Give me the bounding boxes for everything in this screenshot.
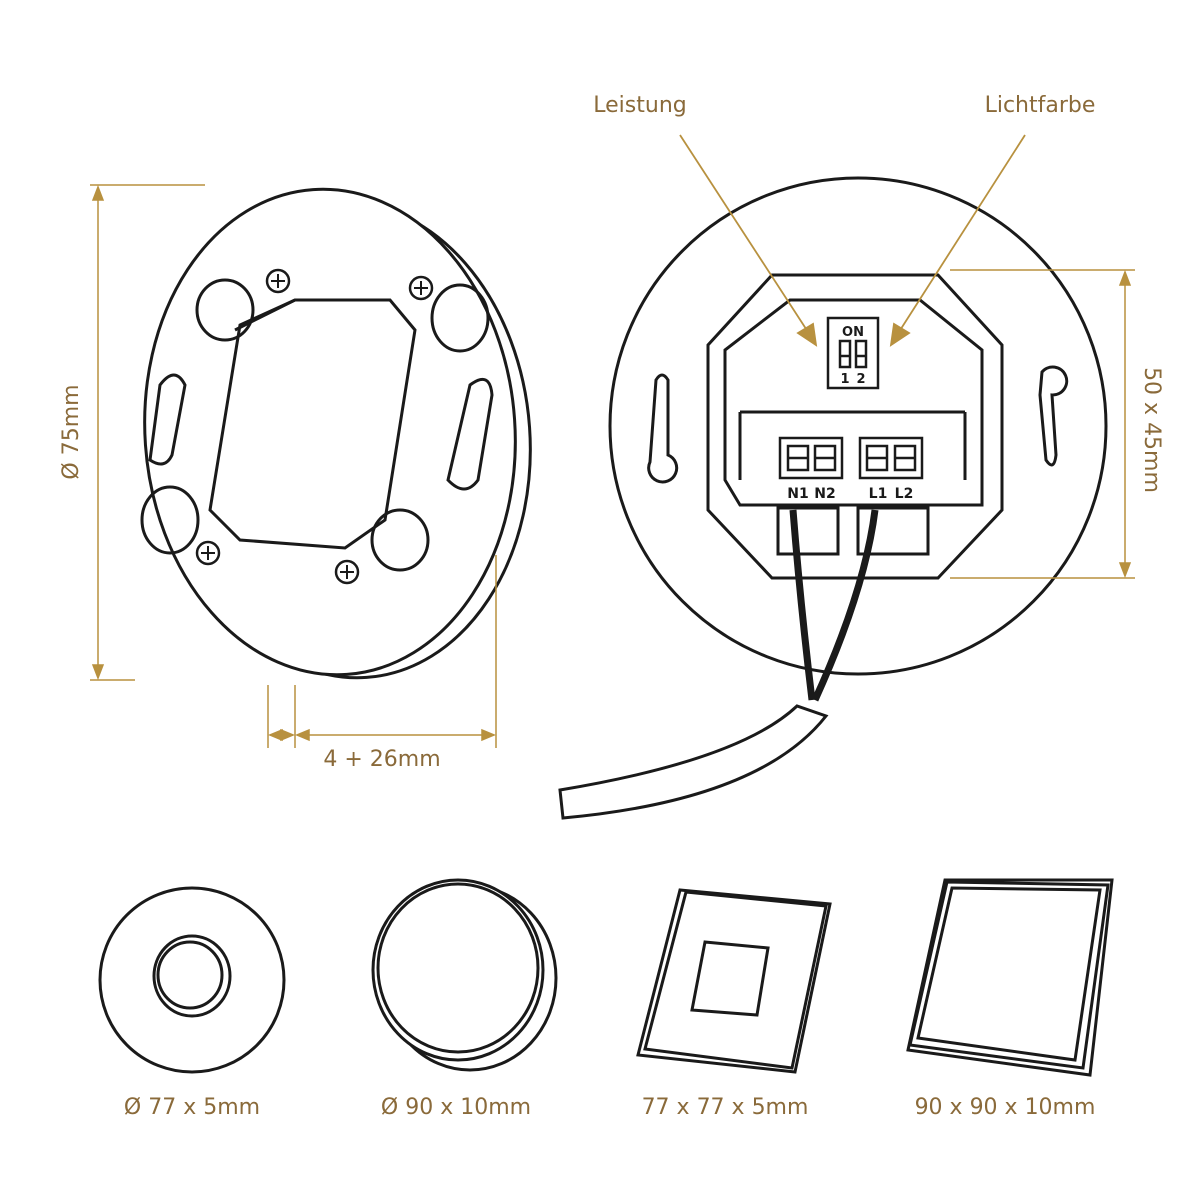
dip-switch-number-1: 1 — [840, 372, 849, 387]
plate-hole-top-right — [430, 283, 490, 353]
junction-box-outline — [706, 273, 1004, 580]
plate-hole-bottom-right — [370, 508, 430, 572]
cover-caption-2: Ø 90 x 10mm — [381, 1095, 531, 1120]
callout-power-label: Leistung — [593, 93, 686, 118]
dip-switch-1 — [838, 339, 852, 369]
callout-color-label: Lichtfarbe — [985, 93, 1096, 118]
dip-switch-2 — [854, 339, 868, 369]
screw-icon — [265, 268, 291, 294]
cover-round-slim — [98, 886, 286, 1074]
power-cable — [558, 509, 879, 820]
plate-slot-left — [148, 373, 187, 466]
cover-round-thick — [371, 878, 558, 1072]
junction-box-inner — [723, 298, 984, 507]
dip-switch — [826, 316, 880, 390]
terminal-label-n1: N1 — [787, 486, 808, 502]
keyhole-slot-right — [1038, 365, 1069, 467]
terminal-label-l1: L1 — [869, 486, 888, 502]
dip-switch-on-label: ON — [842, 325, 864, 340]
mounting-plate-perspective — [140, 187, 532, 680]
terminal-label-l2: L2 — [895, 486, 914, 502]
keyhole-slot-left — [647, 373, 679, 484]
screw-icon — [334, 559, 360, 585]
screw-icon — [408, 275, 434, 301]
cover-caption-3: 77 x 77 x 5mm — [642, 1095, 809, 1120]
mounting-plate-front — [608, 176, 1108, 676]
cable-sheath — [558, 704, 829, 820]
callout-arrows — [679, 134, 1026, 347]
cover-square-slim — [636, 888, 832, 1074]
plate-hole-top-left — [195, 278, 255, 342]
cover-square-thick — [906, 878, 1114, 1077]
cover-caption-1: Ø 77 x 5mm — [124, 1095, 260, 1120]
plate-screws — [195, 268, 434, 585]
dimension-lines-right — [950, 269, 1135, 579]
terminal-blocks — [778, 436, 924, 480]
dimension-lines-left — [90, 184, 497, 748]
terminal-label-n2: N2 — [814, 486, 835, 502]
dip-switch-number-2: 2 — [856, 372, 865, 387]
screw-icon — [195, 540, 221, 566]
plate-front-circle — [608, 176, 1108, 676]
plate-center-opening — [208, 298, 417, 550]
dimension-height-label: Ø 75mm — [59, 384, 84, 479]
cover-caption-4: 90 x 90 x 10mm — [915, 1095, 1096, 1120]
plate-hole-bottom-left — [140, 485, 200, 555]
plate-slot-right — [446, 377, 494, 491]
dimension-box-label: 50 x 45mm — [1139, 367, 1164, 493]
dimension-depth-label: 4 + 26mm — [323, 747, 440, 772]
